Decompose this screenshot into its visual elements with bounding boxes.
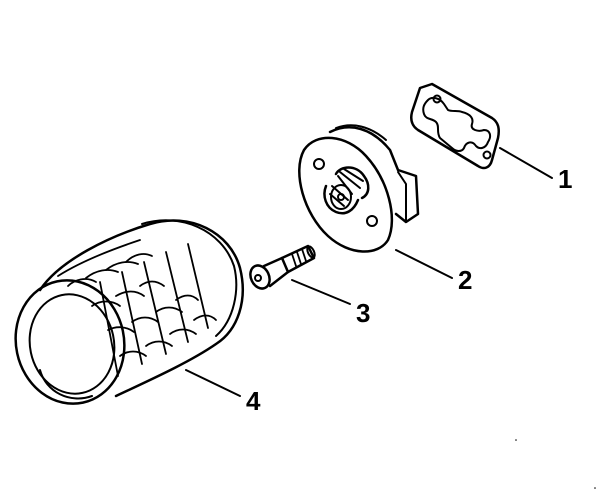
scan-speck <box>515 439 517 441</box>
scan-speck <box>594 487 596 489</box>
bolt-part <box>249 244 316 290</box>
leader-line-3 <box>291 279 351 305</box>
leader-line-4 <box>185 369 241 397</box>
leader-line-2 <box>395 249 453 279</box>
callout-1: 1 <box>558 164 572 194</box>
filter-adapter-part <box>298 124 420 253</box>
oil-filter-part <box>14 219 244 405</box>
gasket-part <box>410 82 500 170</box>
leader-line-1 <box>499 147 553 179</box>
callout-2: 2 <box>458 265 472 295</box>
callout-4: 4 <box>246 386 261 416</box>
callout-3: 3 <box>356 298 370 328</box>
